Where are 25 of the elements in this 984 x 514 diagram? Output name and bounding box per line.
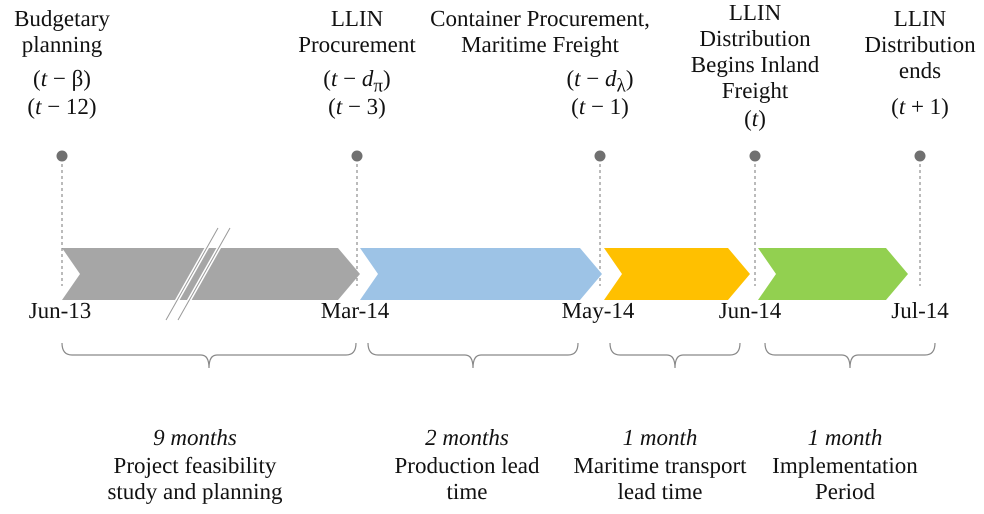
milestone-label: Budgetary planning (13, 6, 111, 58)
phase-band (360, 248, 602, 300)
duration-label: 2 months (425, 425, 509, 451)
formula: (t − β) (33, 66, 91, 92)
duration-label: 1 month (622, 425, 698, 451)
duration-label: 1 month (808, 425, 882, 451)
phase-band (758, 248, 908, 300)
phase-band (604, 248, 750, 300)
formula: (t − 12) (27, 94, 97, 120)
formula: (t) (744, 106, 766, 132)
milestone-label: LLIN Distribution ends (864, 6, 976, 84)
milestone-label: Container Procurement, Maritime Freight (429, 6, 651, 58)
phase-description: Production lead time (394, 453, 540, 505)
milestone-label: LLIN Procurement (297, 6, 417, 58)
date-label: Jun-14 (718, 298, 782, 324)
phase-description: Maritime transport lead time (572, 453, 748, 505)
phase-description: Implementation Period (772, 453, 918, 505)
date-label: May-14 (562, 298, 634, 324)
date-label: Mar-14 (320, 298, 390, 324)
duration-label: 9 months (153, 425, 237, 451)
phase-description: Project feasibility study and planning (106, 453, 284, 505)
date-label: Jun-13 (28, 298, 92, 324)
phase-band (62, 248, 360, 300)
date-label: Jul-14 (891, 298, 949, 324)
formula: (t + 1) (891, 94, 949, 120)
